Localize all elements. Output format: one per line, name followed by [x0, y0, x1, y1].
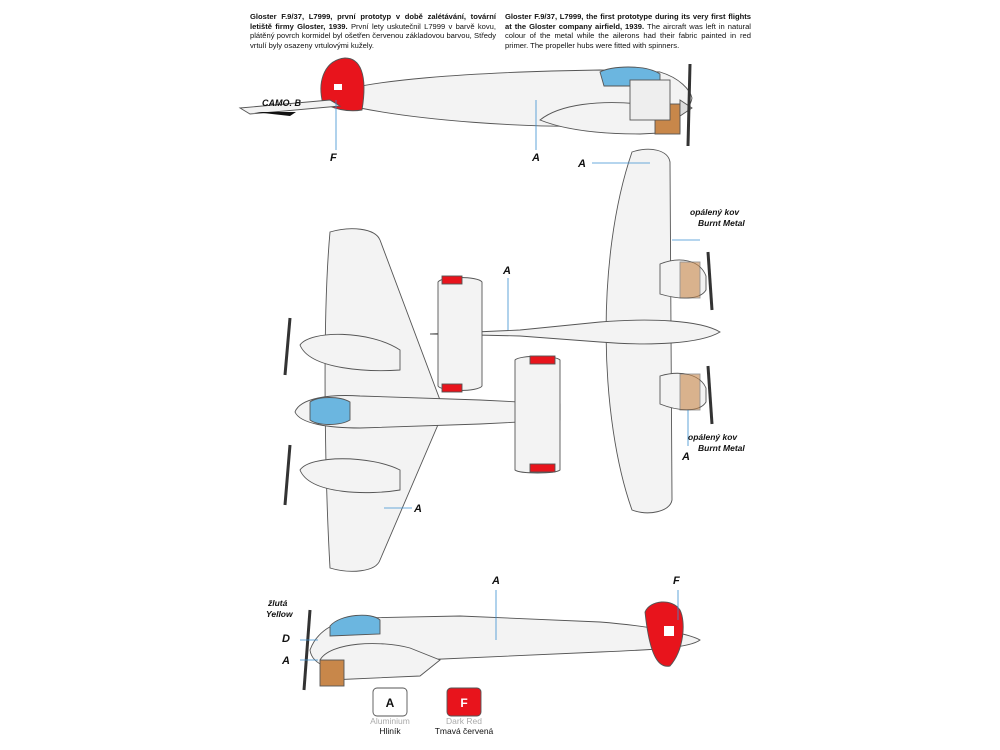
caption-czech-title: Gloster F.9/37, L7999, první prototyp v …: [250, 12, 496, 31]
swatch-a-code: A: [386, 696, 395, 710]
elevator-red-underside: [529, 355, 556, 365]
swatch-f-label: Dark Red Tmavá červená: [419, 716, 509, 736]
caption-czech: Gloster F.9/37, L7999, první prototyp v …: [250, 12, 496, 50]
label-a-top: A: [531, 152, 540, 164]
planform-upper: [429, 148, 721, 514]
elevator-red-underside-2: [529, 463, 556, 473]
label-burnt-en-1: Burnt Metal: [698, 218, 745, 228]
label-yellow-en: Yellow: [266, 609, 294, 619]
nacelle-stbd-underside: [299, 458, 401, 494]
swatch-f: [446, 687, 482, 717]
propeller-top: [686, 63, 692, 147]
tailplane-upper: [437, 277, 483, 391]
label-a-upper-wing: A: [577, 158, 586, 170]
spinner-top: [679, 99, 693, 117]
propeller-port-underside: [283, 317, 292, 376]
side-profile-bottom: [302, 601, 701, 691]
elevator-red-upper-2: [441, 383, 463, 393]
swatch-f-cz: Tmavá červená: [434, 726, 494, 736]
planform-underside: [283, 228, 561, 572]
swatch-a-label: Aluminium Hliník: [345, 716, 435, 736]
elevator-red-upper: [441, 275, 463, 285]
burnt-exhaust-bottom: [319, 659, 345, 687]
caption-english-text: The aircraft was left in natural colour …: [505, 21, 751, 50]
side-profile-top: [238, 57, 693, 147]
label-burnt-en-2: Burnt Metal: [698, 443, 745, 453]
label-a-upper-wing-2: A: [681, 451, 690, 463]
label-a-upper-fuselage: A: [502, 265, 511, 277]
fuselage-upper: [429, 319, 721, 345]
camo-label: CAMO. B: [262, 98, 301, 108]
camo-underline: [254, 112, 296, 116]
propeller-upper-1: [706, 251, 714, 311]
swatch-a-en: Aluminium: [370, 716, 410, 726]
cowling-top: [629, 79, 671, 121]
label-a-underside: A: [413, 503, 422, 515]
fin-mark: [334, 84, 342, 90]
propeller-stbd-underside: [283, 444, 292, 506]
label-f-top: F: [330, 152, 337, 164]
burnt-metal-upper-1: [679, 261, 701, 299]
fin-mark-bottom: [664, 626, 674, 636]
tailplane-underside: [514, 355, 561, 474]
label-yellow-cz: žlutá: [267, 598, 288, 608]
nacelle-bottom: [319, 643, 441, 681]
caption-czech-text: První lety uskutečnil L7999 v barvě kovu…: [250, 21, 496, 50]
leader-lines: [300, 100, 700, 661]
label-d: D: [282, 633, 290, 645]
propeller-bottom: [302, 609, 312, 691]
caption-english-title: Gloster F.9/37, L7999, the first prototy…: [505, 12, 751, 31]
label-burnt-cz-1: opálený kov: [690, 207, 740, 217]
swatch-f-code: F: [460, 696, 467, 710]
canopy-bottom: [329, 614, 381, 637]
cockpit-glass-underside: [309, 397, 351, 425]
label-a-nacelle: A: [281, 655, 290, 667]
propeller-upper-2: [706, 365, 714, 425]
burnt-metal-upper-2: [679, 373, 701, 411]
swatch-a: [372, 687, 408, 717]
label-burnt-cz-2: opálený kov: [688, 432, 738, 442]
caption-english: Gloster F.9/37, L7999, the first prototy…: [505, 12, 751, 50]
label-a-bottom: A: [491, 575, 500, 587]
label-f-bottom: F: [673, 575, 680, 587]
fin-rudder-top: [320, 57, 365, 112]
tailplane-top: [238, 99, 342, 115]
swatch-f-en: Dark Red: [446, 716, 482, 726]
nacelle-port-underside: [299, 333, 401, 372]
swatch-a-cz: Hliník: [379, 726, 401, 736]
